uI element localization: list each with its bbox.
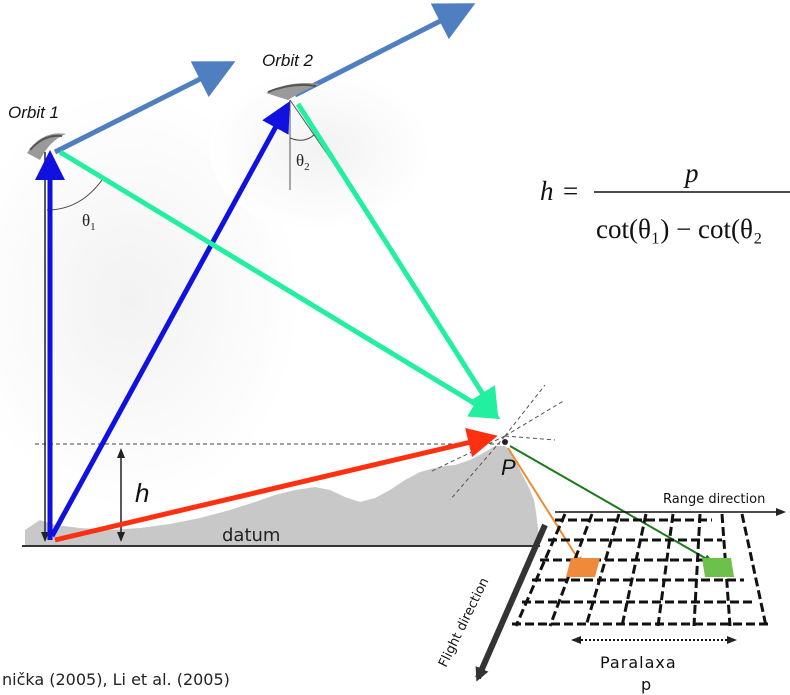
- orange-projection-line: [507, 447, 584, 567]
- cyan-ray-orbit2: [295, 102, 499, 419]
- orbit1-label: Orbit 1: [8, 103, 59, 122]
- parallax-symbol: p: [641, 675, 651, 694]
- theta2-label: θ2: [296, 151, 310, 173]
- parallax-label: Paralaxa: [600, 653, 677, 672]
- terrain-profile: [25, 446, 539, 545]
- orbit2-satellite-icon: [266, 83, 320, 100]
- green-pixel: [702, 558, 734, 577]
- citation-text: nička (2005), Li et al. (2005): [2, 670, 230, 689]
- point-p-label: P: [501, 455, 516, 480]
- orange-pixel: [566, 558, 600, 577]
- background-glow: [210, 70, 430, 230]
- range-direction-label: Range direction: [663, 492, 765, 507]
- point-p-marker: [502, 439, 508, 445]
- theta1-arc: [46, 179, 103, 211]
- datum-label: datum: [222, 525, 280, 546]
- orbit1-velocity-arrow: [53, 61, 236, 155]
- orbit2-label: Orbit 2: [262, 51, 314, 70]
- red-ray-ground: [54, 427, 498, 543]
- height-label: h: [135, 478, 149, 508]
- green-projection-line: [509, 445, 714, 563]
- flight-direction-arrow: [475, 523, 548, 682]
- cyan-ray-orbit1: [58, 149, 501, 420]
- formula-numerator: p: [683, 158, 699, 188]
- background-glow: [0, 90, 300, 510]
- formula-equals: =: [563, 176, 578, 206]
- theta1-label: θ1: [82, 211, 96, 233]
- orbit2-velocity-arrow: [293, 3, 476, 98]
- formula-lhs: h: [540, 176, 554, 206]
- flight-direction-label: Flight direction: [436, 576, 492, 670]
- blue-ray-orbit2: [49, 101, 290, 538]
- theta2-arc: [289, 133, 316, 141]
- formula-denominator: cot(θ₁) − cot(θ₂: [596, 214, 762, 244]
- height-formula: h = p cot(θ₁) − cot(θ₂: [540, 158, 790, 244]
